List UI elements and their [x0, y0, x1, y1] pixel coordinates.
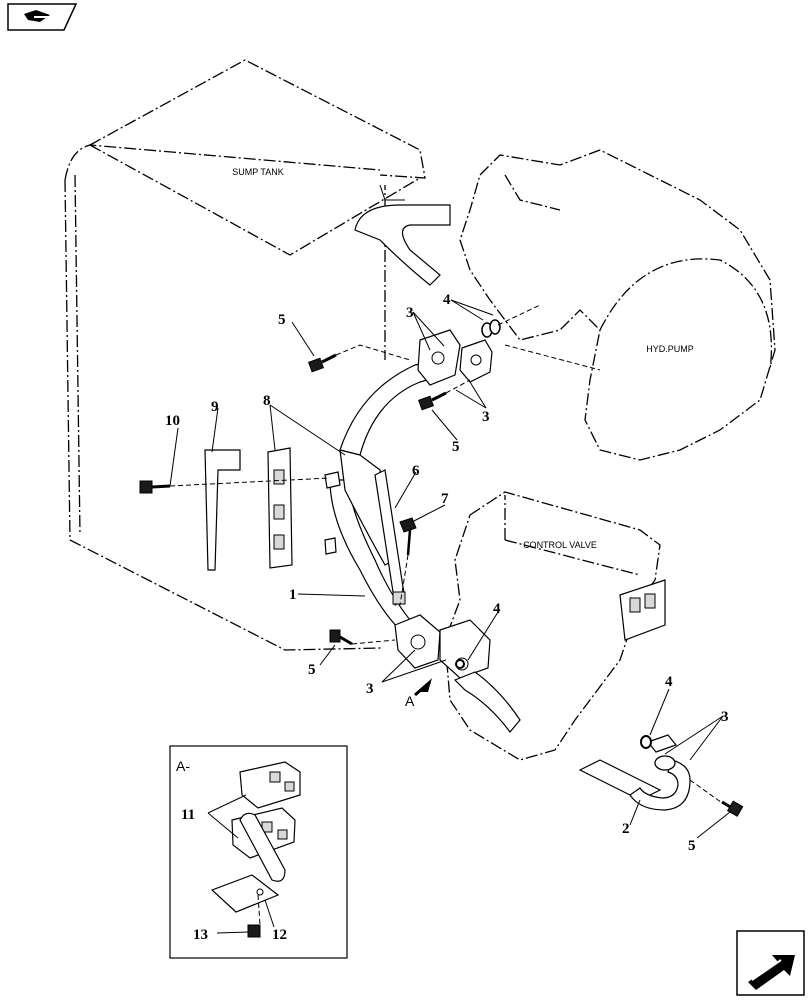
- callout-5-top: 5: [278, 312, 286, 328]
- callout-3-lower-right: 3: [721, 709, 729, 725]
- suction-hose: [354, 184, 451, 286]
- callout-5-left: 5: [308, 662, 316, 678]
- callout-12: 12: [272, 927, 287, 943]
- callout-10: 10: [165, 413, 180, 429]
- callout-4-right: 4: [665, 674, 673, 690]
- callout-7: 7: [441, 491, 449, 507]
- pipe-2: [578, 734, 726, 811]
- valve-side-block: [619, 579, 666, 641]
- callout-4-top: 4: [443, 292, 451, 308]
- bolt-right: [721, 800, 744, 817]
- callout-9: 9: [211, 399, 219, 415]
- detail-a-box: [169, 745, 348, 959]
- callout-4-mid: 4: [493, 601, 501, 617]
- hyd-pump-label: HYD.PUMP: [646, 344, 694, 354]
- leader-lines: [169, 299, 731, 934]
- view-a-label: A: [405, 693, 415, 709]
- next-page-arrow-icon[interactable]: [736, 930, 805, 996]
- callout-11: 11: [181, 807, 195, 823]
- detail-a-title: A-: [176, 758, 190, 774]
- bolt-mid: [418, 379, 471, 411]
- callout-5-right: 5: [688, 838, 696, 854]
- callout-5-mid: 5: [452, 439, 460, 455]
- book-arrow-icon[interactable]: [7, 3, 78, 31]
- callout-3-top: 3: [406, 305, 414, 321]
- pump-flange-set: [417, 304, 601, 386]
- clamp-8: [267, 447, 341, 569]
- bracket-6: [374, 469, 406, 606]
- bolt-10: [139, 477, 331, 494]
- hyd-pump-outline: [459, 149, 776, 461]
- bolt-top: [308, 344, 411, 373]
- valve-flange-set: [394, 614, 521, 733]
- callout-2: 2: [622, 821, 630, 837]
- bracket-9: [204, 449, 241, 571]
- callout-6: 6: [412, 463, 420, 479]
- callout-8: 8: [263, 393, 271, 409]
- callout-1: 1: [289, 587, 297, 603]
- sump-tank-label: SUMP TANK: [232, 167, 284, 177]
- control-valve-label: CONTROL VALVE: [523, 540, 597, 550]
- view-a-arrow: [414, 678, 432, 697]
- callout-3-right: 3: [482, 409, 490, 425]
- callout-13: 13: [193, 927, 208, 943]
- callout-3-bottom: 3: [366, 681, 374, 697]
- bolt-left: [329, 629, 396, 646]
